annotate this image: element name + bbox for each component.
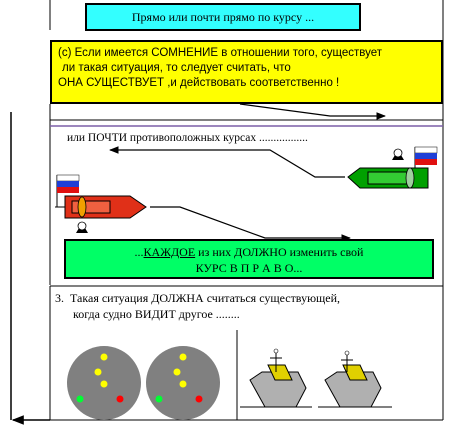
- upper-course-arrow-fragment: [239, 103, 386, 120]
- situation-3-line-2: когда судно ВИДИТ другое ........: [73, 307, 240, 321]
- action-each-underlined: КАЖДОЕ: [143, 245, 196, 259]
- head-on-course-box: Прямо или почти прямо по курсу ...: [85, 3, 361, 31]
- right-ship-icon: [347, 148, 429, 189]
- russian-flag-left: [56, 174, 80, 207]
- doubt-rule-box: (c) Если имеется СОМНЕНИЕ в отношении то…: [50, 40, 443, 104]
- right-ship-course-arrow: [109, 146, 345, 178]
- doubt-rule-line-3: ОНА СУЩЕСТВУЕТ ,и действовать соответств…: [58, 77, 340, 89]
- situation-number: 3.: [55, 291, 64, 305]
- situation-3-line-1: 3. Такая ситуация ДОЛЖНА считаться сущес…: [55, 291, 340, 306]
- action-rest: из них ДОЛЖНО изменить свой: [195, 245, 364, 259]
- situation-line-1-text: Такая ситуация ДОЛЖНА считаться существу…: [70, 291, 341, 305]
- doubt-rule-line-1: (c) Если имеется СОМНЕНИЕ в отношении то…: [58, 47, 383, 59]
- action-prefix: ...: [134, 245, 144, 259]
- turn-starboard-box: ...КАЖДОЕ из них ДОЛЖНО изменить свой КУ…: [64, 239, 434, 279]
- nearly-opposite-label: или ПОЧТИ противоположных курсах .......…: [67, 132, 308, 144]
- navigation-lights-disc-right: [146, 346, 220, 420]
- turn-starboard-line-1: ...КАЖДОЕ из них ДОЛЖНО изменить свой: [66, 244, 432, 260]
- ship-silhouette-icon-right: [318, 350, 392, 408]
- doubt-rule-line-2: ли такая ситуация, то следует считать, ч…: [62, 62, 291, 74]
- left-ship-icon: [55, 195, 147, 233]
- ship-silhouette-icon-left: [240, 348, 312, 408]
- russian-flag-right: [414, 146, 438, 168]
- left-ship-course-arrow: [150, 206, 351, 242]
- navigation-lights-disc-left: [67, 346, 141, 420]
- head-on-course-text: Прямо или почти прямо по курсу ...: [131, 9, 315, 24]
- turn-starboard-line-2: КУРС В П Р А В О...: [195, 261, 303, 275]
